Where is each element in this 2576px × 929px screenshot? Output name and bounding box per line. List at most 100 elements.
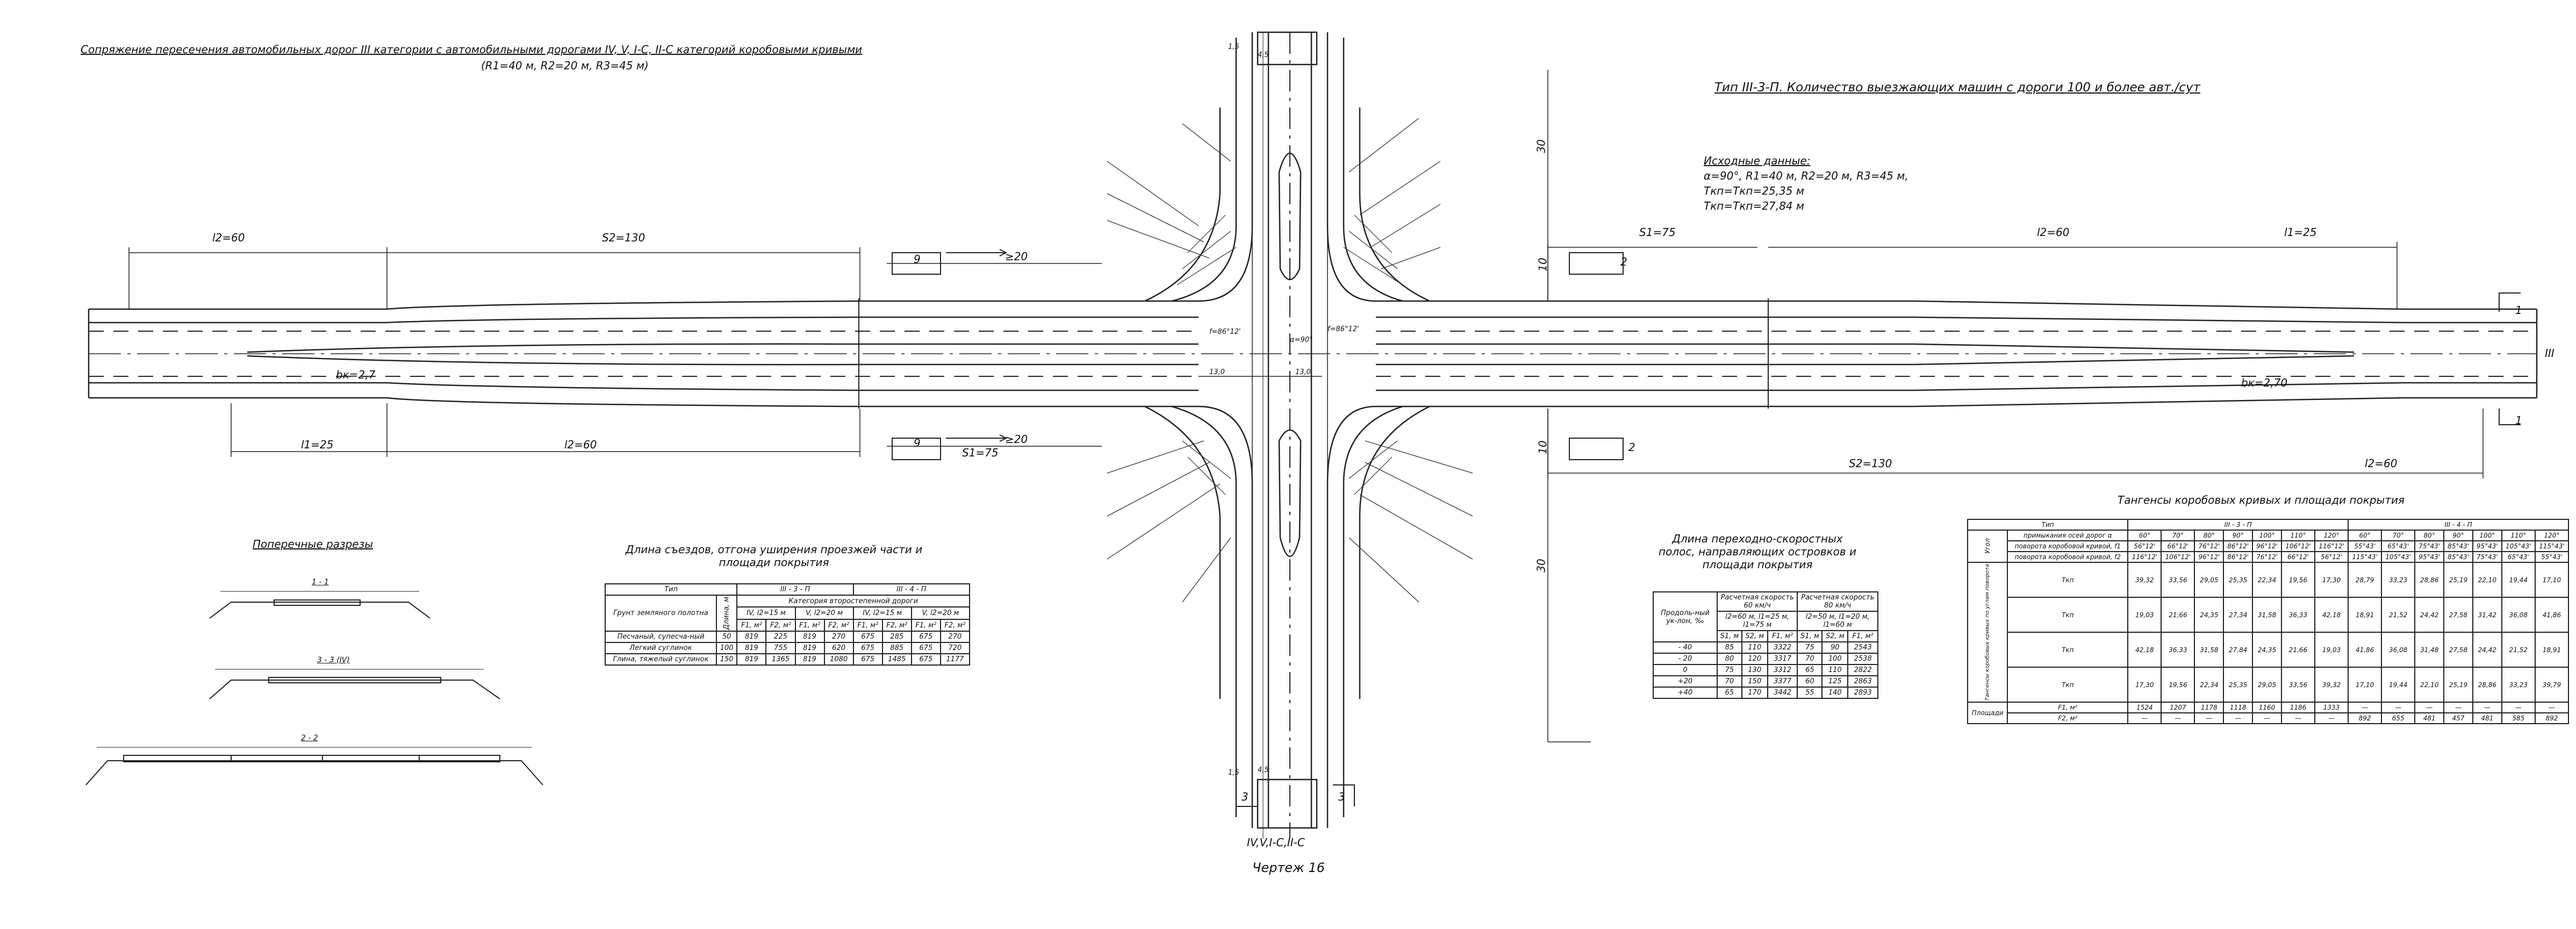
t2-cell: 125 (1821, 675, 1849, 688)
t3-cell: 33,23 (2501, 667, 2536, 703)
t2-cell: 3312 (1767, 664, 1798, 676)
t3-cell: 106°12' (2161, 551, 2195, 563)
table-tangents: Тип III - 3 - П III - 4 - П Угол примыка… (1967, 519, 2570, 725)
dim-9-top: 9 (914, 253, 921, 266)
t3-cell: 80° (2194, 530, 2225, 541)
drawing-subtitle: (R1=40 м, R2=20 м, R3=45 м) (481, 59, 649, 72)
island-north (1278, 153, 1302, 281)
t3-cell: 60° (2348, 530, 2383, 541)
t3-h-iii4p: III - 4 - П (2348, 519, 2569, 531)
t1-unit: F2, м² (765, 618, 796, 632)
t1-cell: 819 (794, 631, 825, 644)
t3-cell: 85°43' (2443, 551, 2473, 563)
t1-cell: 675 (910, 642, 941, 655)
drawing-number: Чертеж 16 (1252, 860, 1325, 875)
t3-cell: 56°12' (2314, 551, 2349, 563)
table-row: Глина, тяжелый суглинок 150 819 1365 819… (605, 653, 971, 666)
t3-cell: 120° (2534, 530, 2570, 541)
t2-cell: 2863 (1847, 675, 1878, 688)
t2-cell: 110 (1741, 641, 1768, 654)
t2-cell: 60 (1797, 675, 1823, 688)
t2-cell: 75 (1716, 664, 1742, 676)
t3-cell: 24,42 (2414, 597, 2445, 633)
t3-cell: 28,86 (2414, 561, 2445, 598)
t3-cell: 110° (2501, 530, 2536, 541)
dim-4-5-bot: 4,5 (1258, 766, 1269, 774)
t3-cell: 892 (2348, 712, 2383, 725)
t3-cell: — (2252, 712, 2282, 725)
angle-f-left: f=86°12' (1209, 328, 1241, 336)
t3-cell: 1524 (2127, 702, 2162, 714)
t3-cell: 33,56 (2280, 667, 2316, 703)
t3-cell: 27,58 (2443, 632, 2473, 668)
section-mark-1-top: 1 (2515, 304, 2522, 317)
ramp-curve-se (1326, 405, 1376, 828)
t2-cell: 2893 (1847, 687, 1878, 699)
t1-cell: 819 (794, 653, 825, 666)
t3-cell: — (2501, 702, 2536, 714)
t1-h-c3: IV, l2=15 м (852, 606, 912, 620)
t2-unit: F1, м² (1767, 630, 1798, 642)
t3-cell: 39,79 (2534, 667, 2570, 703)
t2-cell: 100 (1821, 653, 1849, 665)
dim-l2-left-bot: l2=60 (564, 438, 597, 451)
t3-area-label: F1, м² (2007, 702, 2129, 714)
t3-tan-label: Tкп (2007, 597, 2129, 633)
t1-cell: 1080 (823, 653, 854, 666)
t3-cell: 90° (2443, 530, 2473, 541)
t1-unit: F2, м² (881, 618, 912, 632)
input-data: Исходные данные: α=90°, R1=40 м, R2=20 м… (1704, 153, 1908, 213)
t3-cell: 90° (2223, 530, 2254, 541)
dim-30-top: 30 (1534, 139, 1548, 153)
t3-cell: 1160 (2252, 702, 2282, 714)
t3-cell: 19,56 (2280, 561, 2316, 598)
table1-caption: Длина съездов, отгона уширения проезжей … (625, 543, 923, 569)
t2-cell: 120 (1741, 653, 1768, 665)
t3-cell: 892 (2534, 712, 2570, 725)
t3-cell: 115°43' (2534, 540, 2570, 552)
main-road-top-edge-right (1376, 300, 2537, 310)
angle-f-right: f=86°12' (1328, 325, 1359, 333)
t1-cell: 100 (715, 642, 738, 655)
t1-cell: 150 (715, 653, 738, 666)
t3-tan-label: Tкп (2007, 561, 2129, 598)
t3-cell: 481 (2472, 712, 2502, 725)
dim-1-5-bot: 1,5 (1228, 769, 1239, 777)
t3-cell: 19,03 (2314, 632, 2349, 668)
t3-cell: 1178 (2194, 702, 2225, 714)
t3-cell: — (2194, 712, 2225, 725)
t3-cell: 17,30 (2314, 561, 2349, 598)
t3-cell: — (2280, 712, 2316, 725)
t3-cell: 27,34 (2223, 597, 2254, 633)
dim-bk-left: bк=2,7 (336, 368, 376, 381)
t1-unit: F1, м² (736, 618, 767, 632)
section-mark-1-bot: 1 (2515, 414, 2522, 427)
input-line-3: Tкп=Tкп=27,84 м (1704, 199, 1804, 212)
t3-cell: — (2472, 702, 2502, 714)
t3-cell: 21,66 (2280, 632, 2316, 668)
t3-tan-label: Tкп (2007, 632, 2129, 668)
t1-cell: Песчаный, супесча-ный (605, 631, 717, 644)
t3-cell: 70° (2381, 530, 2416, 541)
t2-cell: 3317 (1767, 653, 1798, 665)
section-mark-3-left: 3 (1242, 790, 1248, 803)
t3-cell: 86°12' (2223, 540, 2254, 552)
road-label-right: III (2545, 347, 2555, 360)
t3-cell: 33,23 (2381, 561, 2416, 598)
t3-h-area: Площади (1967, 702, 2008, 725)
t3-cell: 1118 (2223, 702, 2254, 714)
t3-cell: 18,91 (2534, 632, 2570, 668)
t3-cell: 75°43' (2472, 551, 2502, 563)
t3-cell: 585 (2501, 712, 2536, 725)
t2-cell: 130 (1741, 664, 1768, 676)
t3-cell: 31,58 (2252, 597, 2282, 633)
t2-cell: 2822 (1847, 664, 1878, 676)
dim-s2-bot: S2=130 (1849, 457, 1892, 470)
t3-cell: 22,34 (2252, 561, 2282, 598)
t3-cell: 75°43' (2414, 540, 2445, 552)
input-heading: Исходные данные: (1704, 154, 1811, 167)
t2-cell: 70 (1797, 653, 1823, 665)
t3-cell: 19,44 (2501, 561, 2536, 598)
